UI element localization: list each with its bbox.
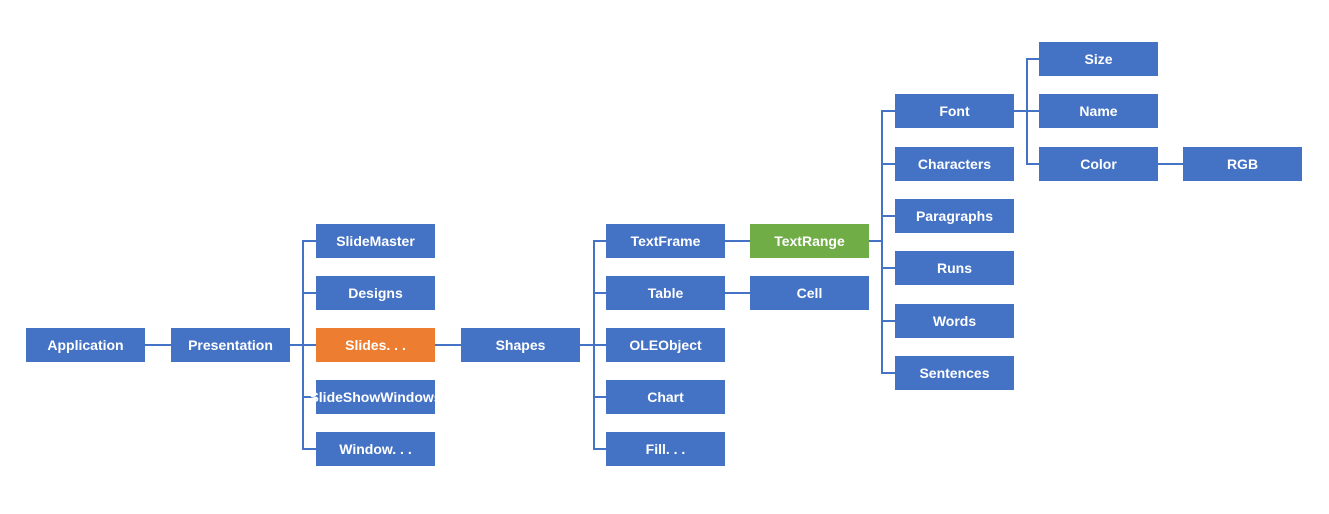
node-textrange: TextRange bbox=[750, 224, 869, 258]
node-name: Name bbox=[1039, 94, 1158, 128]
node-font: Font bbox=[895, 94, 1014, 128]
node-application: Application bbox=[26, 328, 145, 362]
node-cell: Cell bbox=[750, 276, 869, 310]
node-table: Table bbox=[606, 276, 725, 310]
node-presentation: Presentation bbox=[171, 328, 290, 362]
connector-line bbox=[592, 239, 596, 451]
node-slideshowwindows: SlideShowWindows bbox=[309, 380, 442, 414]
connector-line bbox=[1025, 162, 1039, 166]
connector-line bbox=[592, 395, 606, 399]
connector-line bbox=[301, 291, 316, 295]
node-characters: Characters bbox=[895, 147, 1014, 181]
node-shapes: Shapes bbox=[461, 328, 580, 362]
connector-line bbox=[1025, 57, 1029, 166]
connector-line bbox=[880, 371, 895, 375]
connector-line bbox=[592, 447, 606, 451]
connector-line bbox=[880, 109, 895, 113]
connector-line bbox=[435, 343, 461, 347]
node-size: Size bbox=[1039, 42, 1158, 76]
connector-line bbox=[880, 162, 895, 166]
connector-line bbox=[880, 266, 895, 270]
connector-line bbox=[869, 239, 882, 243]
connector-line bbox=[592, 239, 606, 243]
connector-line bbox=[592, 291, 606, 295]
node-chart: Chart bbox=[606, 380, 725, 414]
node-sentences: Sentences bbox=[895, 356, 1014, 390]
node-color: Color bbox=[1039, 147, 1158, 181]
node-words: Words bbox=[895, 304, 1014, 338]
node-designs: Designs bbox=[316, 276, 435, 310]
connector-line bbox=[301, 239, 305, 451]
connector-line bbox=[1158, 162, 1183, 166]
connector-line bbox=[880, 214, 895, 218]
connector-line bbox=[301, 395, 316, 399]
connector-line bbox=[301, 239, 316, 243]
connector-line bbox=[1025, 57, 1039, 61]
node-paragraphs: Paragraphs bbox=[895, 199, 1014, 233]
connector-line bbox=[145, 343, 171, 347]
node-runs: Runs bbox=[895, 251, 1014, 285]
node-fill: Fill. . . bbox=[606, 432, 725, 466]
node-rgb: RGB bbox=[1183, 147, 1302, 181]
node-window: Window. . . bbox=[316, 432, 435, 466]
node-slides: Slides. . . bbox=[316, 328, 435, 362]
node-textframe: TextFrame bbox=[606, 224, 725, 258]
node-slidemaster: SlideMaster bbox=[316, 224, 435, 258]
connector-line bbox=[301, 447, 316, 451]
connector-line bbox=[725, 239, 750, 243]
connector-line bbox=[880, 319, 895, 323]
node-oleobject: OLEObject bbox=[606, 328, 725, 362]
connector-line bbox=[725, 291, 750, 295]
connector-line bbox=[880, 109, 884, 375]
